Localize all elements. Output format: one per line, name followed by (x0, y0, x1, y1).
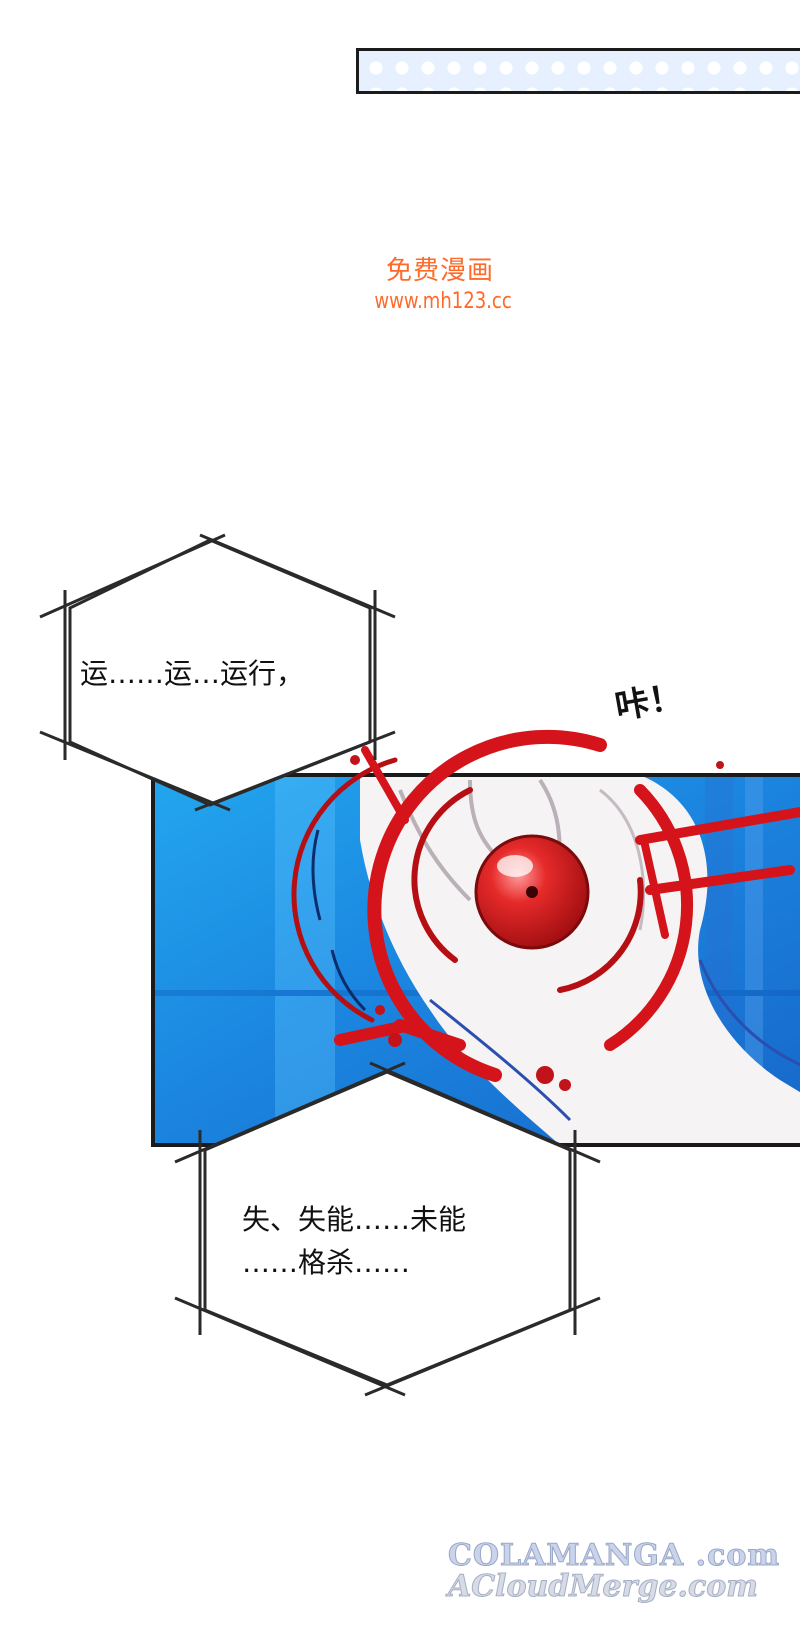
hand-shape (360, 775, 800, 1145)
site-watermark-url: www.mh123.cc (374, 288, 512, 314)
caption-text-1: 运……运…运行， (80, 657, 305, 690)
caption-frame-1 (39, 533, 396, 812)
action-panel (151, 773, 800, 1147)
footer-watermark-line-2: ACloudMerge.com (448, 1569, 759, 1605)
caption-2-line-1: 失、失能……未能 (242, 1203, 467, 1236)
footer-watermark: COLAMANGA .com ACloudMerge.com (448, 1538, 798, 1605)
caption-frame-2 (174, 1061, 601, 1397)
caption-2-line-2: ……格杀…… (242, 1246, 411, 1280)
target-reticle (291, 729, 800, 1082)
site-watermark: 免费漫画 www.mh123.cc (360, 255, 520, 315)
site-watermark-name: 免费漫画 (385, 256, 494, 286)
target-orb (474, 834, 590, 950)
top-panel-strip (356, 48, 800, 94)
caption-text-2: 失、失能……未能 ……格杀…… (242, 1198, 466, 1285)
blood-splatter (350, 755, 724, 1091)
footer-watermark-line-1: COLAMANGA .com (448, 1538, 781, 1574)
